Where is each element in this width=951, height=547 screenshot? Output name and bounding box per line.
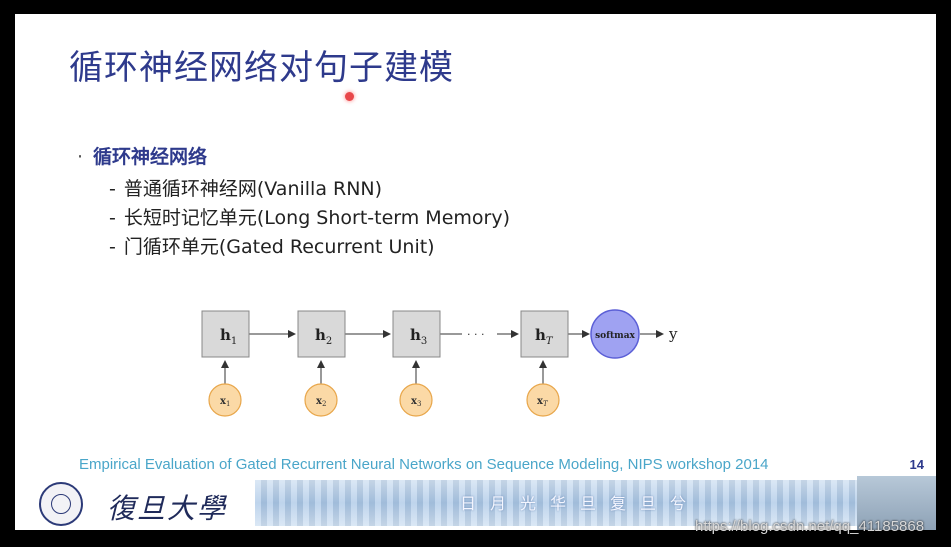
sub-marker: - xyxy=(109,178,116,200)
university-seal-icon xyxy=(39,482,83,526)
input-node xyxy=(526,383,560,417)
hidden-state-box xyxy=(392,310,441,358)
hidden-state-box xyxy=(520,310,569,358)
softmax-node xyxy=(590,309,640,359)
bullet-text: 循环神经网络 xyxy=(93,146,208,168)
input-node xyxy=(304,383,338,417)
page-number: 14 xyxy=(909,457,924,472)
output-label: y xyxy=(668,325,678,343)
citation-text: Empirical Evaluation of Gated Recurrent … xyxy=(79,456,769,473)
sub-marker: - xyxy=(109,236,116,258)
rnn-diagram: h1 h2 h3 hT · · · softmax y x1 x2 x3 xT xyxy=(201,309,678,417)
hidden-label-hT: hT xyxy=(535,326,554,347)
footer-banner xyxy=(255,480,936,526)
input-label-x1: x1 xyxy=(220,396,230,408)
sub-item-vanilla-rnn: -普通循环神经网(Vanilla RNN) xyxy=(109,174,382,201)
sub-item-text: 普通循环神经网(Vanilla RNN) xyxy=(123,178,383,200)
sub-item-text: 门循环单元(Gated Recurrent Unit) xyxy=(123,236,435,258)
university-motto: 日月光华旦复旦兮 xyxy=(460,494,701,513)
sub-item-text: 长短时记忆单元(Long Short-term Memory) xyxy=(123,207,510,229)
input-node xyxy=(399,383,433,417)
bullet-marker: · xyxy=(77,146,84,168)
sub-item-lstm: -长短时记忆单元(Long Short-term Memory) xyxy=(109,203,510,230)
input-label-xT: xT xyxy=(537,396,549,408)
hidden-label-h2: h2 xyxy=(315,326,332,347)
hidden-label-h3: h3 xyxy=(410,326,427,347)
university-calligraphy-logo: 復旦大學 xyxy=(107,492,228,525)
csdn-watermark: https://blog.csdn.net/qq_41185868 xyxy=(695,518,925,535)
bullet-item: · 循环神经网络 xyxy=(77,142,207,169)
softmax-label: softmax xyxy=(595,331,635,341)
sub-marker: - xyxy=(109,207,116,229)
slide-title: 循环神经网络对句子建模 xyxy=(69,48,454,88)
laser-pointer-dot xyxy=(345,92,354,101)
input-label-x3: x3 xyxy=(411,396,421,408)
ellipsis-label: · · · xyxy=(467,328,484,341)
sub-item-gru: -门循环单元(Gated Recurrent Unit) xyxy=(109,232,435,259)
input-label-x2: x2 xyxy=(316,396,326,408)
slide: 循环神经网络对句子建模 ·循环神经网络 -普通循环神经网(Vanilla RNN… xyxy=(15,14,936,530)
hidden-label-h1: h1 xyxy=(220,326,237,347)
hidden-state-box xyxy=(297,310,346,358)
input-node xyxy=(208,383,242,417)
hidden-state-box xyxy=(201,310,250,358)
slide-footer: 復旦大學 日月光华旦复旦兮 xyxy=(15,476,936,530)
campus-building-image xyxy=(857,476,936,530)
